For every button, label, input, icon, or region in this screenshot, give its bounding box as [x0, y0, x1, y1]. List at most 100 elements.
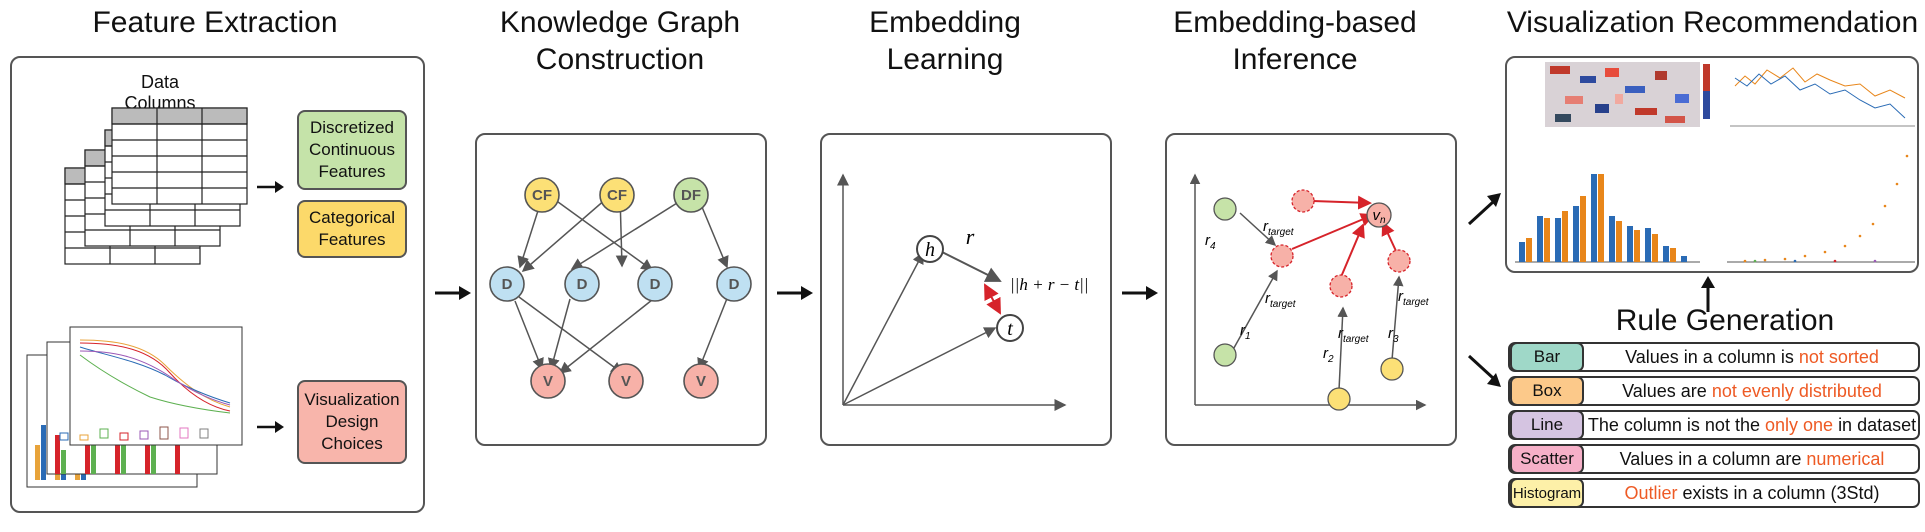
- embedding-plot: h t r ||h + r − t||: [837, 173, 1088, 411]
- title-vis-recommendation: Visualization Recommendation: [1506, 6, 1919, 39]
- vector-h: [842, 251, 924, 406]
- kg-label-cf-1: CF: [532, 187, 552, 204]
- rule-row-box: Box Values are not evenly distributed: [1508, 376, 1920, 406]
- kg-node-df: [673, 177, 709, 213]
- title-rule-generation: Rule Generation: [1615, 304, 1835, 337]
- node-t: [996, 314, 1024, 342]
- node-h: [916, 235, 944, 263]
- node-f1-c: [1327, 387, 1351, 411]
- rule-row-line: Line The column is not the only one in d…: [1508, 410, 1920, 440]
- label-t: t: [1007, 318, 1013, 340]
- rule-text-bar: Values in a column is not sorted: [1625, 346, 1879, 367]
- kg-node-d-4: [716, 266, 752, 302]
- discretized-line1: Discretized: [309, 118, 395, 137]
- node-f2-p: [1213, 197, 1237, 221]
- kg-graph: CF CF DF D D D D V V V: [489, 177, 752, 399]
- kg-node-d-2: [564, 266, 600, 302]
- thumb-scatter: [1727, 154, 1915, 263]
- kg-node-v-3: [683, 363, 719, 399]
- kg-label-v-3: V: [696, 373, 706, 390]
- title-embedding-inference: Embedding-based Inference: [1150, 4, 1440, 78]
- box-discretized-continuous-features: Discretized Continuous Features: [297, 110, 407, 190]
- thumb-bar-chart: [1515, 174, 1700, 263]
- label-r2: r2: [1323, 345, 1334, 365]
- kg-label-d-2: D: [577, 276, 588, 293]
- rule-row-bar: Bar Values in a column is not sorted: [1508, 342, 1920, 372]
- title-feature-extraction: Feature Extraction: [92, 6, 338, 39]
- label-r3: r3: [1388, 325, 1399, 345]
- arrow-panel2-to-panel3: [777, 286, 813, 300]
- label-norm: ||h + r − t||: [1010, 275, 1088, 294]
- title-inf-line2: Inference: [1232, 43, 1358, 76]
- label-vn: vn: [1372, 207, 1386, 226]
- title-emb-line2: Learning: [886, 43, 1004, 76]
- node-v-f1-p: [1270, 244, 1294, 268]
- categorical-line2: Features: [318, 230, 386, 249]
- kg-node-cf-2: [599, 177, 635, 213]
- kg-node-v-1: [530, 363, 566, 399]
- vis-thumbnails: [1515, 62, 1915, 263]
- label-r-target-top: rtarget: [1263, 218, 1295, 238]
- label-r1: r1: [1240, 322, 1251, 342]
- arrow-inference-to-rules: [1467, 354, 1501, 387]
- discretized-line2: Continuous: [308, 140, 395, 159]
- thumb-heatmap: [1545, 62, 1710, 127]
- arrow-panel3-to-panel4: [1122, 286, 1158, 300]
- arrow-rules-to-vis: [1701, 276, 1715, 312]
- thumb-line-chart: [1730, 67, 1915, 127]
- label-r-target-right: rtarget: [1398, 288, 1430, 308]
- arrow-inference-to-vis: [1467, 193, 1501, 226]
- label-r: r: [966, 224, 975, 249]
- distance-arrow: [984, 283, 1001, 315]
- kg-node-d-3: [637, 266, 673, 302]
- rule-tag-line: Line: [1510, 410, 1584, 440]
- kg-label-d-3: D: [650, 276, 661, 293]
- vis-design-line3: Choices: [321, 434, 383, 453]
- node-f1-p: [1213, 343, 1237, 367]
- panel-embedding-learning: [820, 133, 1112, 446]
- node-v-f2-p: [1291, 189, 1315, 213]
- label-r-target-left: rtarget: [1265, 290, 1297, 310]
- rule-text-histogram: Outlier exists in a column (3Std): [1624, 482, 1880, 503]
- vector-r: [939, 250, 1002, 282]
- title-knowledge-graph: Knowledge Graph Construction: [460, 4, 780, 78]
- box-visualization-design-choices: Visualization Design Choices: [297, 380, 407, 464]
- rule-text-line: The column is not the only one in datase…: [1587, 414, 1917, 435]
- rule-tag-histogram: Histogram: [1510, 478, 1584, 508]
- label-r-target-mid: rtarget: [1338, 325, 1370, 345]
- vector-t: [842, 327, 997, 406]
- categorical-line1: Categorical: [309, 208, 395, 227]
- title-inf-line1: Embedding-based: [1173, 6, 1417, 39]
- rule-text-box: Values are not evenly distributed: [1622, 380, 1882, 401]
- node-v-f1-c: [1329, 274, 1353, 298]
- node-v-f2-c: [1387, 249, 1411, 273]
- rule-text-scatter: Values in a column are numerical: [1619, 448, 1885, 469]
- label-h: h: [925, 239, 935, 261]
- kg-node-cf-1: [524, 177, 560, 213]
- kg-label-cf-2: CF: [607, 187, 627, 204]
- rule-tag-scatter: Scatter: [1510, 444, 1584, 474]
- vis-design-line2: Design: [325, 412, 379, 431]
- kg-label-v-2: V: [621, 373, 631, 390]
- kg-node-d-1: [489, 266, 525, 302]
- kg-label-d-4: D: [729, 276, 740, 293]
- table-front: [111, 107, 248, 205]
- kg-label-v-1: V: [543, 373, 553, 390]
- chart-thumbnails-stack: [26, 326, 243, 488]
- discretized-line3: Features: [318, 162, 386, 181]
- panel-embedding-inference: [1165, 133, 1457, 446]
- thumb-boxplot-row: [59, 426, 209, 441]
- label-r4: r4: [1205, 232, 1216, 252]
- title-emb-line1: Embedding: [869, 6, 1021, 39]
- kg-label-d-1: D: [502, 276, 513, 293]
- rule-row-scatter: Scatter Values in a column are numerical: [1508, 444, 1920, 474]
- kg-node-v-2: [608, 363, 644, 399]
- inference-graph: vn r4 rtarget rtarget r1 rtarget r2 rtar…: [1189, 173, 1430, 411]
- arrow-tables-to-features: [257, 181, 284, 193]
- kg-label-df: DF: [681, 187, 701, 204]
- rule-tag-bar: Bar: [1510, 342, 1584, 372]
- box-categorical-features: Categorical Features: [297, 200, 407, 258]
- node-vn: [1366, 202, 1392, 228]
- arrow-panel1-to-panel2: [435, 286, 471, 300]
- title-embedding-learning: Embedding Learning: [820, 4, 1070, 78]
